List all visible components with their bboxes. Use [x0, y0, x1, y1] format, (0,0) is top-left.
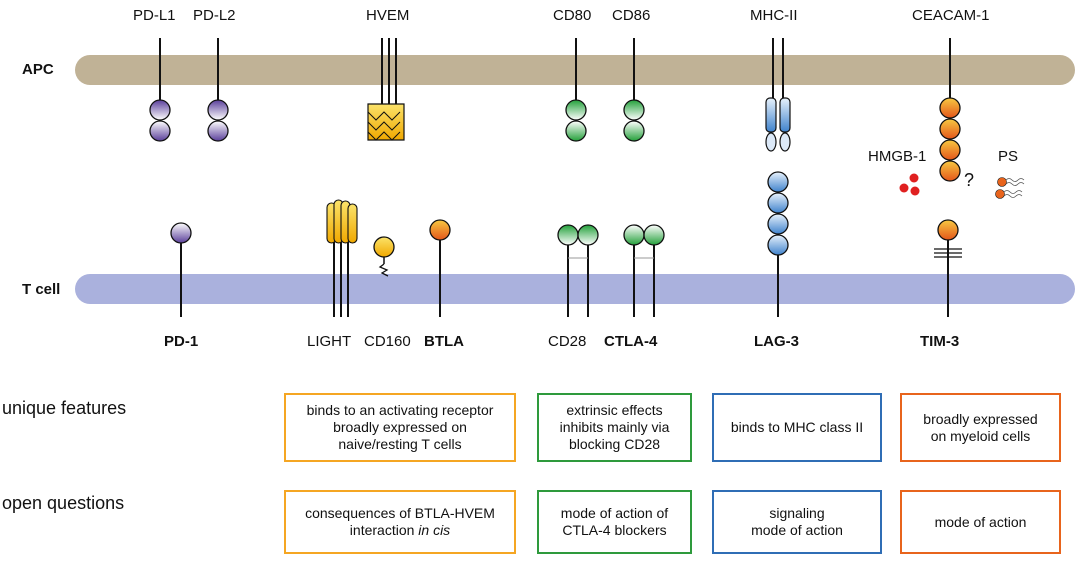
cd80-label: CD80: [553, 7, 592, 24]
mhcii-label: MHC-II: [750, 7, 798, 24]
lag3-unique-line: binds to MHC class II: [730, 419, 864, 435]
pdl2-label: PD-L2: [193, 7, 236, 24]
ctla4-open-box: mode of action of CTLA-4 blockers: [537, 490, 692, 554]
ctla4-receptor: [623, 224, 665, 317]
tim3-label: TIM-3: [920, 333, 960, 350]
cd86-ligand: [623, 38, 645, 142]
question-mark: ?: [964, 170, 975, 190]
ceacam1-label: CEACAM-1: [912, 7, 990, 24]
ctla4-open-line: mode of action of: [560, 505, 669, 521]
unique-features-label: unique features: [2, 398, 127, 418]
hvem-label: HVEM: [366, 7, 410, 24]
cd28-label: CD28: [548, 333, 587, 350]
cd28-receptor: [557, 224, 599, 317]
btla-open-line-2: interaction in cis: [305, 522, 495, 539]
btla-open-box: consequences of BTLA-HVEM interaction in…: [284, 490, 516, 554]
cd86-label: CD86: [612, 7, 651, 24]
lag3-open-line: mode of action: [751, 522, 843, 538]
cd160-label: CD160: [364, 333, 411, 350]
ctla4-unique-box: extrinsic effects inhibits mainly via bl…: [537, 393, 692, 462]
lag3-open-line: signaling: [769, 505, 825, 521]
tim3-unique-line: on myeloid cells: [930, 427, 1031, 444]
tim3-unique-box: broadly expressed on myeloid cells: [900, 393, 1061, 462]
ctla4-unique-line: extrinsic effects: [566, 402, 663, 418]
tcell-membrane: [75, 274, 1075, 304]
ctla4-open-line: CTLA-4 blockers: [562, 522, 667, 538]
tim3-receptor: [934, 219, 962, 317]
tim3-open-line: mode of action: [934, 513, 1027, 530]
lag3-label: LAG-3: [754, 333, 799, 350]
hmgb1-label: HMGB-1: [868, 148, 927, 165]
btla-unique-box: binds to an activating receptor broadly …: [284, 393, 516, 462]
pdl1-ligand: [149, 38, 171, 142]
ctla4-unique-line: blocking CD28: [568, 436, 661, 452]
pd1-label: PD-1: [164, 333, 199, 350]
btla-open-italic: in cis: [418, 522, 451, 538]
pd1-receptor: [170, 222, 192, 317]
mhcii-ligand: [765, 38, 791, 152]
btla-label: BTLA: [424, 333, 464, 350]
apc-label: APC: [22, 61, 54, 78]
pdl2-ligand: [207, 38, 229, 142]
light-receptor: [326, 199, 358, 317]
lag3-receptor: [767, 171, 789, 317]
cd80-ligand: [565, 38, 587, 142]
tim3-open-box: mode of action: [900, 490, 1061, 554]
btla-open-line: consequences of BTLA-HVEM: [305, 505, 495, 521]
ceacam1-ligand: [939, 38, 961, 182]
btla-open-plain: interaction: [349, 522, 419, 538]
cd160-receptor: [373, 236, 395, 277]
ps-label: PS: [998, 148, 1019, 165]
hvem-ligand: [367, 38, 405, 141]
lag3-unique-box: binds to MHC class II: [712, 393, 882, 462]
btla-unique-line: binds to an activating receptor: [306, 402, 494, 418]
ctla4-unique-line: inhibits mainly via: [559, 419, 670, 435]
ps-molecules: [995, 177, 1025, 199]
hmgb1-molecules: [899, 173, 920, 196]
light-label: LIGHT: [307, 333, 352, 350]
tcell-label: T cell: [22, 281, 61, 298]
pdl1-label: PD-L1: [133, 7, 176, 24]
tim3-unique-line: broadly expressed: [923, 410, 1038, 427]
ctla4-label: CTLA-4: [604, 333, 658, 350]
btla-unique-line: naive/resting T cells: [338, 436, 462, 452]
btla-unique-line: broadly expressed on: [333, 419, 467, 435]
open-questions-label: open questions: [2, 493, 125, 513]
lag3-open-box: signaling mode of action: [712, 490, 882, 554]
btla-receptor: [429, 219, 451, 317]
